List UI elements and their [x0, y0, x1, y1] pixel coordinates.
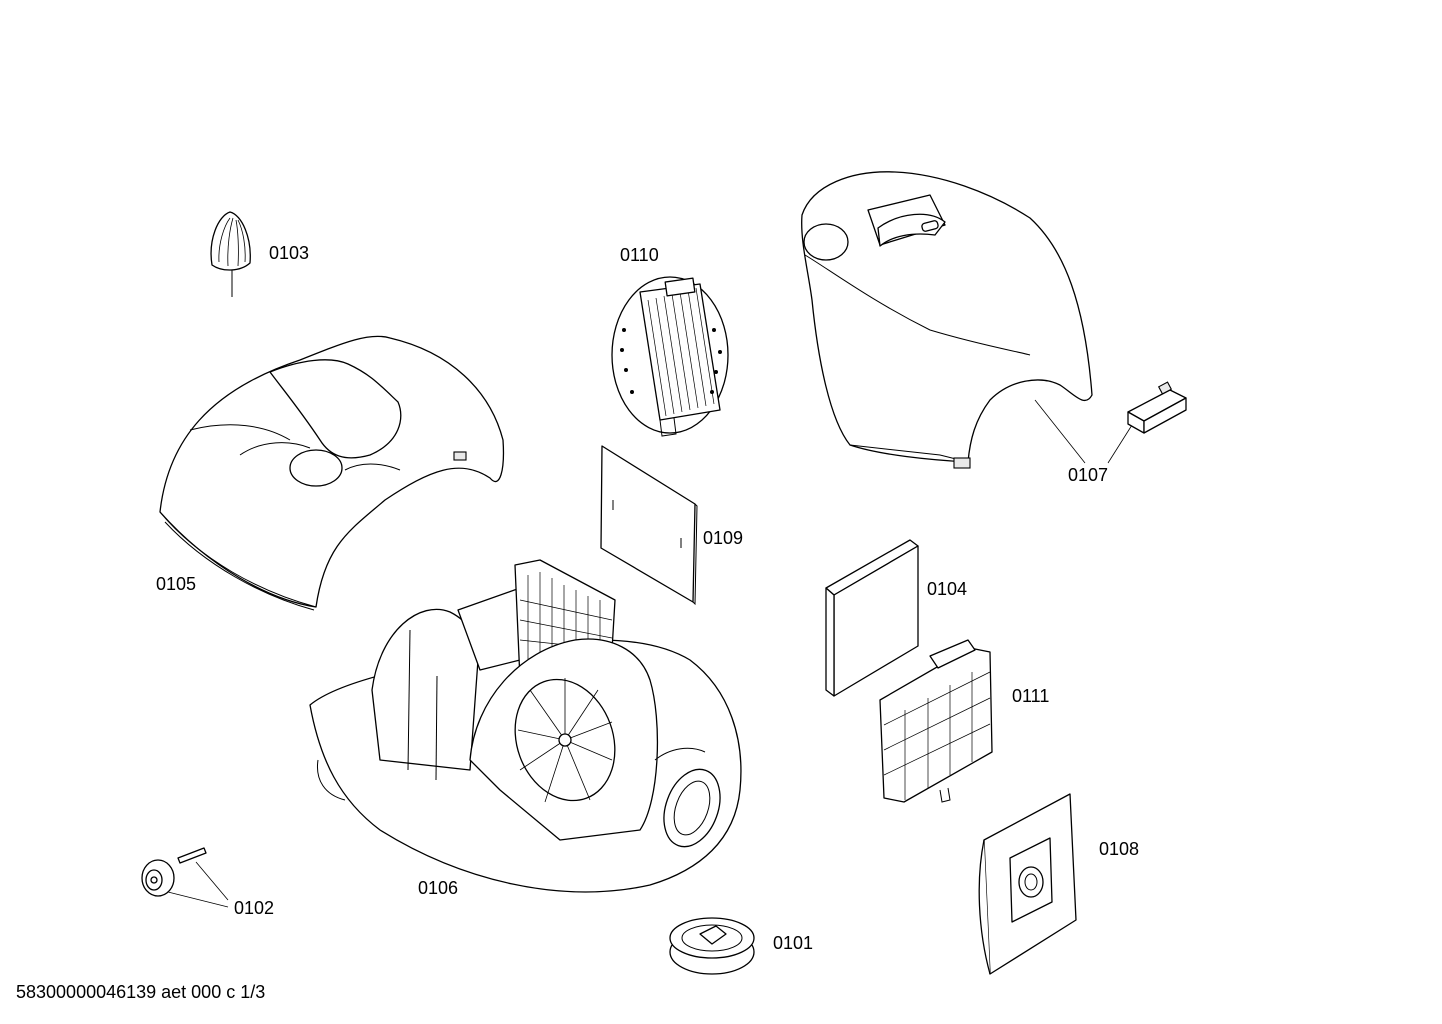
label-0110: 0110: [620, 245, 659, 265]
part-0103-knob: [210, 211, 251, 297]
part-0110-filter-holder: [611, 276, 729, 437]
label-0104: 0104: [927, 579, 968, 599]
part-0105-top-cover: [159, 335, 505, 611]
label-0105: 0105: [156, 574, 197, 594]
part-0108-dust-bag: [978, 793, 1077, 975]
label-0101: 0101: [773, 933, 814, 953]
label-0103: 0103: [269, 243, 310, 263]
part-0111-filter-grid: [879, 639, 993, 803]
footer-document-code: 58300000046139 aet 000 c 1/3: [16, 982, 266, 1002]
label-0108: 0108: [1099, 839, 1140, 859]
part-0107-clip: [1127, 381, 1187, 434]
part-0106-housing: [309, 559, 742, 893]
label-0109: 0109: [703, 528, 744, 548]
part-0107-lid: [801, 171, 1133, 469]
label-0106: 0106: [418, 878, 459, 898]
label-0107: 0107: [1068, 465, 1109, 485]
part-0102-wheel-axle: [141, 847, 229, 908]
part-0101-cap: [669, 917, 755, 975]
label-0102: 0102: [234, 898, 275, 918]
label-0111: 0111: [1012, 686, 1050, 706]
part-0104-filter-pad: [825, 539, 919, 697]
part-0109-filter-sheet: [600, 445, 698, 606]
